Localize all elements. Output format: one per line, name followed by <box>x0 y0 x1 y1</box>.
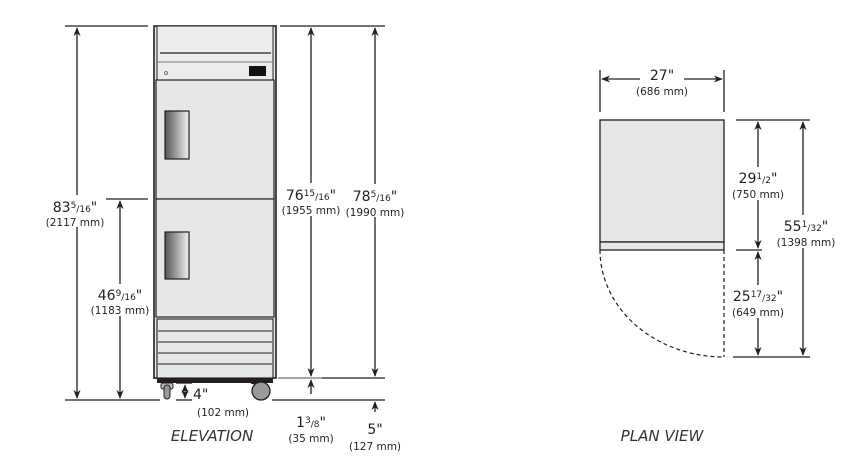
caster-left <box>160 382 174 400</box>
refrigerator-elevation <box>153 25 277 401</box>
dim-cabinet-height: 7615/16" (1955 mm) <box>281 183 341 217</box>
plan-view-caption: PLAN VIEW <box>621 427 705 445</box>
svg-text:(750 mm): (750 mm) <box>732 189 784 201</box>
svg-text:291/2": 291/2" <box>739 171 778 187</box>
refrigerator-plan <box>599 119 725 358</box>
dim-total-depth: 551/32" (1398 mm) <box>776 215 835 249</box>
svg-text:(649 mm): (649 mm) <box>732 307 784 319</box>
svg-text:27": 27" <box>650 68 674 84</box>
dim-overall-height: 835/16" (2117 mm) <box>46 195 106 229</box>
svg-text:(127 mm): (127 mm) <box>349 441 401 453</box>
dim-width: 27" (686 mm) <box>636 68 688 98</box>
svg-text:5": 5" <box>367 422 382 438</box>
dim-door-split: 469/16" (1183 mm) <box>90 284 150 317</box>
svg-text:7615/16": 7615/16" <box>286 188 336 204</box>
svg-text:13/8": 13/8" <box>296 415 326 431</box>
svg-text:(35 mm): (35 mm) <box>288 433 333 445</box>
svg-text:4": 4" <box>193 387 208 403</box>
svg-text:785/16": 785/16" <box>353 189 398 205</box>
kick-plate-grille <box>156 318 274 379</box>
dim-caster: 4" (102 mm) <box>193 387 249 419</box>
svg-text:835/16": 835/16" <box>53 200 98 216</box>
svg-text:(1183 mm): (1183 mm) <box>91 305 150 317</box>
svg-text:2517/32": 2517/32" <box>733 289 783 305</box>
dim-top-height: 785/16" (1990 mm) <box>344 184 406 219</box>
dim-depth: 291/2" (750 mm) <box>732 167 784 201</box>
svg-text:(2117 mm): (2117 mm) <box>46 217 105 229</box>
svg-text:(1990 mm): (1990 mm) <box>346 207 405 219</box>
controller-display <box>249 66 266 76</box>
svg-text:551/32": 551/32" <box>784 219 829 235</box>
dim-door-swing: 2517/32" (649 mm) <box>730 285 786 319</box>
svg-text:(686 mm): (686 mm) <box>636 86 688 98</box>
upper-door-handle <box>164 110 190 160</box>
door-swing-arc <box>599 249 725 358</box>
svg-text:(102 mm): (102 mm) <box>197 407 249 419</box>
svg-text:469/16": 469/16" <box>98 288 143 304</box>
dim-floor-clearance: 5" (127 mm) <box>349 422 401 453</box>
svg-text:(1398 mm): (1398 mm) <box>777 237 836 249</box>
elevation-caption: ELEVATION <box>171 427 253 445</box>
lower-door-handle <box>164 231 190 280</box>
lock-icon <box>164 71 168 75</box>
svg-text:(1955 mm): (1955 mm) <box>282 205 341 217</box>
caster-right <box>250 381 271 401</box>
dim-base-gap: 13/8" (35 mm) <box>288 415 333 445</box>
